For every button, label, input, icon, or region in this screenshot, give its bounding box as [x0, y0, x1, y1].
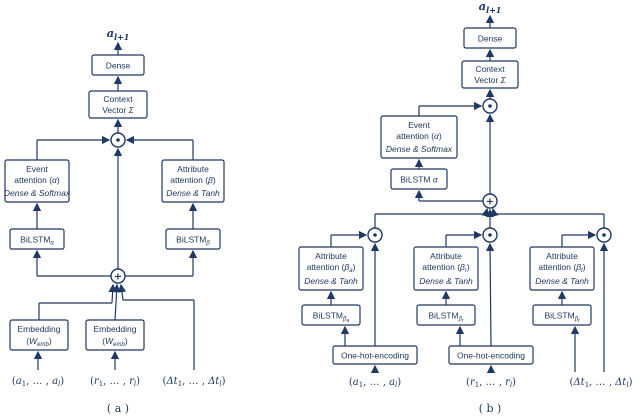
diagram-b: al+1 Dense Context Vector Σ Event attent…	[298, 0, 633, 415]
a-product-dot	[116, 138, 120, 142]
a-caption: ( a )	[107, 402, 129, 415]
a-attribute-attention-l2: attention (β)	[170, 175, 216, 185]
a-input-a: (a1, … , al)	[12, 376, 64, 388]
b-product-dot-t	[602, 233, 606, 237]
b-output-label: al+1	[479, 0, 502, 15]
b-input-r: (r1, … , rl)	[466, 377, 516, 389]
b-attr-r-l2: attention (βr)	[422, 262, 470, 274]
b-connectors	[326, 14, 609, 374]
a-context-label-1: Context	[103, 94, 133, 104]
a-input-t: (Δt1, … , Δtl)	[163, 376, 226, 388]
b-product-dot-a	[373, 233, 377, 237]
a-embedding2-l1: Embedding	[93, 324, 136, 334]
b-attr-a-l2: attention (βa)	[307, 262, 356, 274]
b-event-attention-l3: Dense & Softmax	[386, 144, 453, 154]
b-caption: ( b )	[479, 402, 502, 415]
b-attr-r-l3: Dense & Tanh	[419, 276, 473, 286]
b-event-attention-l2: attention (α)	[396, 131, 442, 141]
b-context-label-1: Context	[475, 64, 505, 74]
b-input-a: (a1, … , al)	[349, 377, 401, 389]
b-bilstm-alpha-label: BiLSTM α	[400, 175, 439, 185]
a-sum-sign: +	[114, 272, 122, 283]
b-attr-a-l3: Dense & Tanh	[304, 276, 358, 286]
a-bilstm-beta-label: BiLSTMβ	[176, 235, 210, 247]
a-input-r: (r1, … , rl)	[90, 376, 140, 388]
b-product-dot-r	[488, 233, 492, 237]
diagram-a: al+1 Dense Context Vector Σ Event attent…	[4, 26, 226, 415]
a-attribute-attention-l3: Dense & Tanh	[166, 188, 220, 198]
a-embedding1-l1: Embedding	[17, 324, 60, 334]
b-onehot1-label: One-hot-encoding	[341, 351, 409, 361]
b-attr-t-l2: attention (βt)	[538, 262, 585, 274]
b-sum-sign: +	[486, 197, 494, 208]
a-dense-label: Dense	[106, 61, 131, 71]
a-event-attention-l3: Dense & Softmax	[4, 188, 71, 198]
b-dense-label: Dense	[478, 34, 503, 44]
a-context-label-2: Vector Σ	[102, 105, 134, 115]
b-attr-t-l3: Dense & Tanh	[535, 276, 589, 286]
a-output-label: al+1	[107, 26, 130, 42]
a-bilstm-alpha-label: BiLSTMα	[20, 235, 54, 247]
a-attribute-attention-l1: Attribute	[177, 164, 209, 174]
b-product-dot-top	[488, 104, 492, 108]
b-event-attention-l1: Event	[408, 120, 430, 130]
b-input-t: (Δt1, … , Δtl)	[570, 377, 633, 389]
b-context-label-2: Vector Σ	[474, 75, 506, 85]
a-connectors	[32, 41, 198, 370]
a-event-attention-l1: Event	[26, 164, 48, 174]
b-attr-a-l1: Attribute	[315, 251, 347, 261]
a-event-attention-l2: attention (α)	[14, 175, 60, 185]
b-onehot2-label: One-hot-encoding	[457, 351, 525, 361]
b-attr-r-l1: Attribute	[430, 251, 462, 261]
b-attr-t-l1: Attribute	[546, 251, 578, 261]
